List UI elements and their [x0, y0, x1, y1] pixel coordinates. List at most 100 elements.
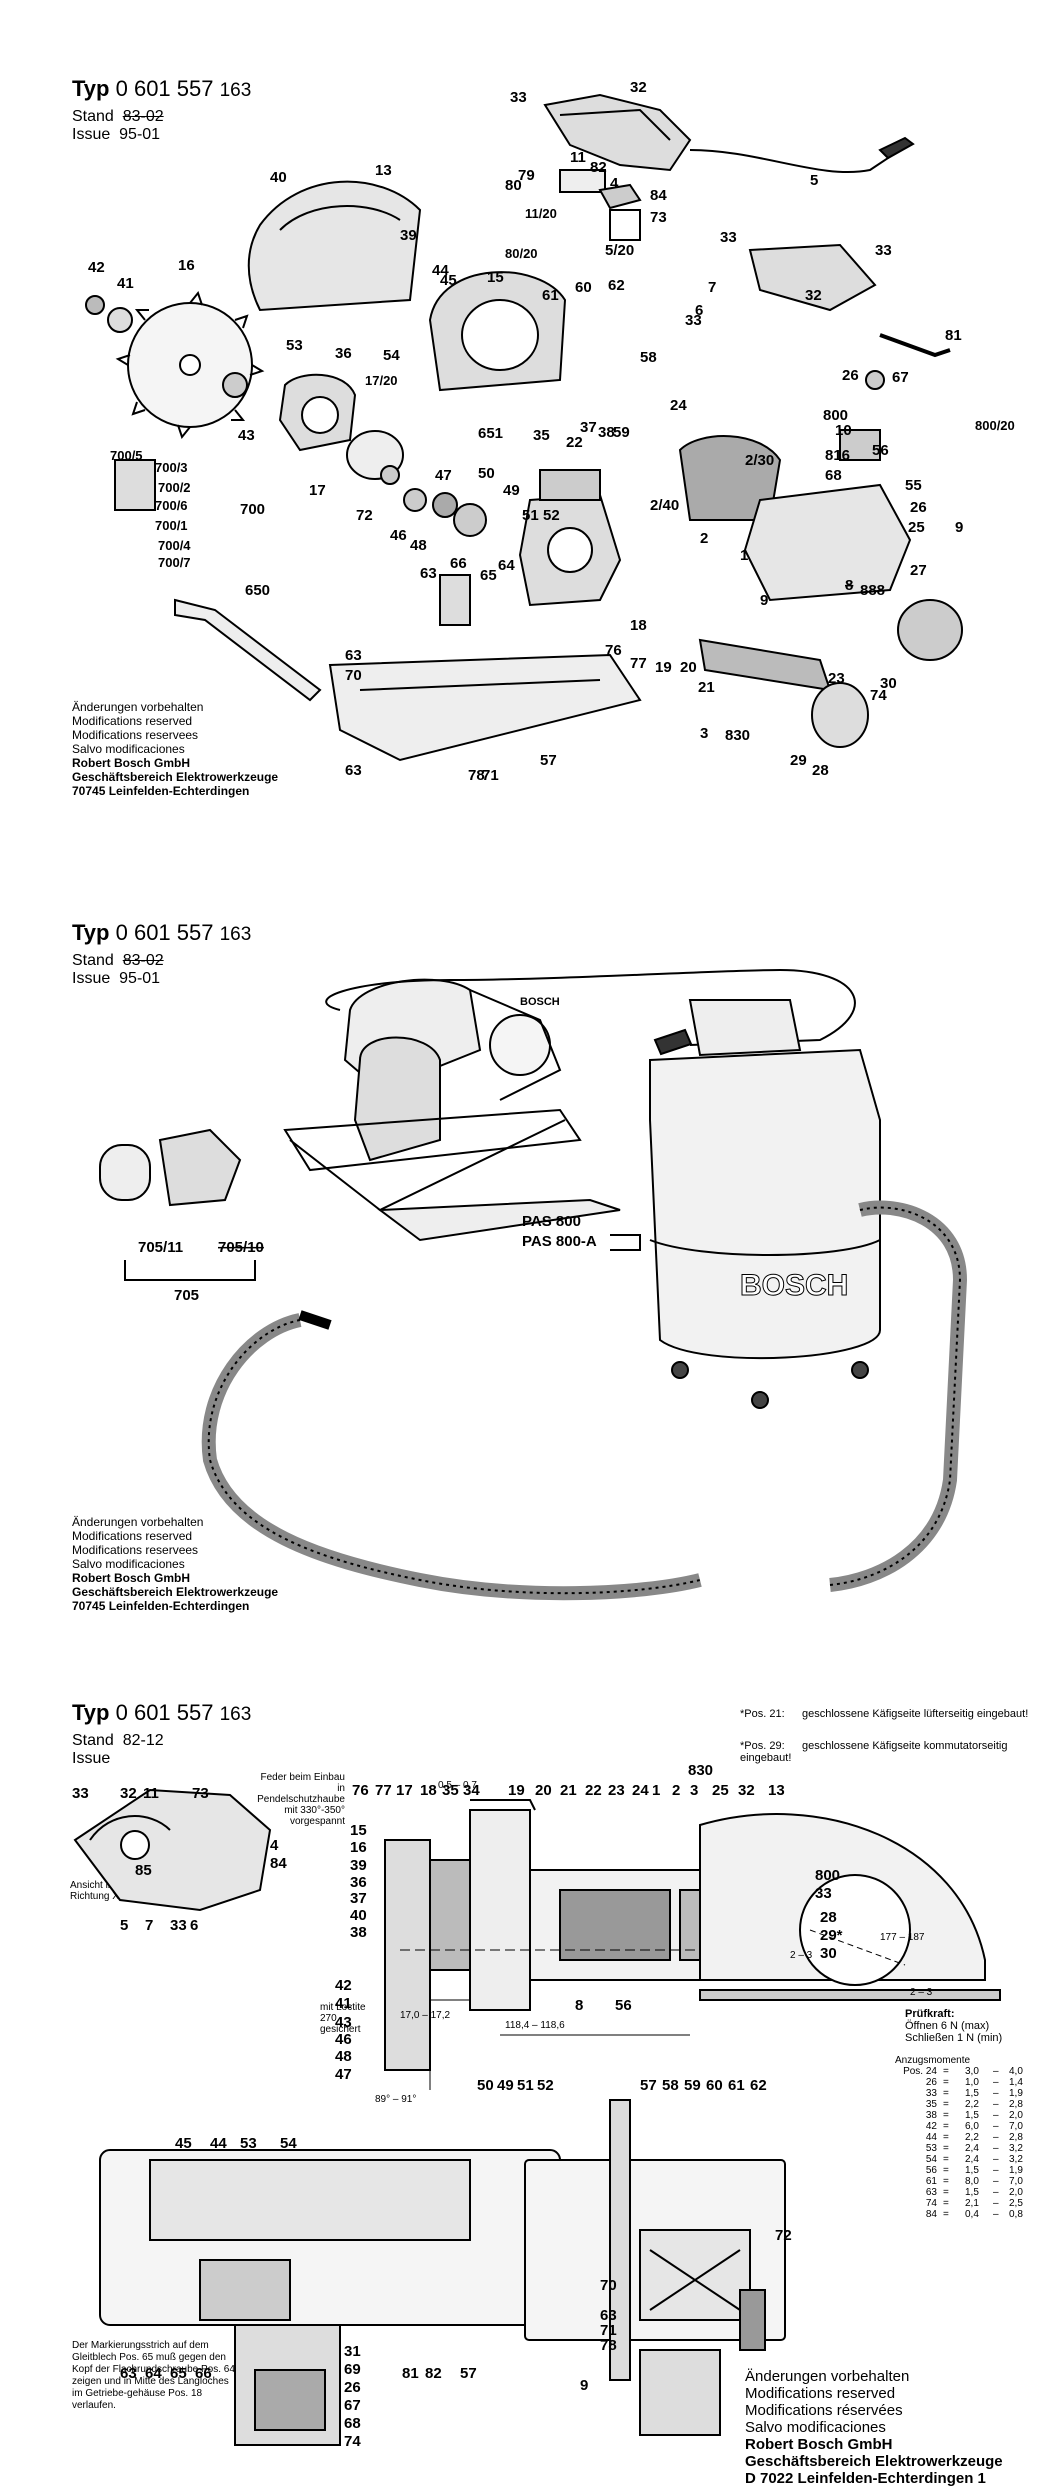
label-705: 705: [174, 1287, 199, 1304]
sheet3-header-title: Typ 0 601 557 163: [72, 1700, 252, 1725]
sheet2-header-title: Typ 0 601 557 163: [72, 920, 252, 945]
part-callout: 17/20: [365, 373, 398, 388]
part-callout: 21: [560, 1782, 577, 1799]
part-callout: 1: [740, 547, 748, 564]
part-callout: 36: [350, 1874, 367, 1891]
part-callout: 58: [662, 2077, 679, 2094]
part-callout: 78: [468, 767, 485, 784]
part-callout: 81: [945, 327, 962, 344]
part-callout: 58: [640, 349, 657, 366]
part-callout: 63: [600, 2307, 617, 2324]
part-callout: 46: [335, 2031, 352, 2048]
part-callout: 44: [210, 2135, 227, 2152]
marker-note: Der Markierungsstrich auf dem Gleitblech…: [72, 2340, 235, 2411]
sheet-header-title: Typ 0 601 557 163: [72, 76, 252, 101]
part-callout: 10: [835, 422, 852, 439]
part-callout: 816: [825, 447, 850, 464]
part-callout: 49: [497, 2077, 514, 2094]
part-callout: 16: [350, 1839, 367, 1856]
part-callout: 11/20: [525, 206, 557, 221]
part-callout: 66: [195, 2365, 212, 2382]
part-callout: 51: [522, 507, 539, 524]
part-callout: 4: [610, 175, 619, 192]
part-callout: 78: [600, 2337, 617, 2354]
part-callout: 54: [280, 2135, 297, 2152]
part-callout: 63: [420, 565, 437, 582]
part-callout: 37: [580, 419, 597, 436]
part-callout: 2: [672, 1782, 680, 1799]
part-callout: 57: [540, 752, 557, 769]
issue-line-3: Issue: [72, 1750, 111, 1767]
part-callout: 41: [117, 275, 134, 292]
torque-row: 74=2,1–2,5: [925, 2198, 1023, 2209]
part-callout: 65: [170, 2365, 187, 2382]
part-callout: 700/7: [158, 555, 191, 570]
part-callout: 73: [650, 209, 667, 226]
part-callout: 700: [240, 501, 265, 518]
part-callout: 700/2: [158, 480, 191, 495]
part-callout: 18: [420, 1782, 437, 1799]
part-callout: 84: [270, 1855, 287, 1872]
part-callout: 33: [720, 229, 737, 246]
part-callout: 45: [440, 272, 457, 289]
vacuum-brand-logo: BOSCH: [740, 1269, 848, 1302]
part-callout: 35: [533, 427, 550, 444]
part-callout: 33: [815, 1885, 832, 1902]
part-callout: 33: [72, 1785, 89, 1802]
part-callout: 4: [270, 1837, 279, 1854]
part-callout: 26: [842, 367, 859, 384]
part-callout: 53: [240, 2135, 257, 2152]
part-callout: 20: [535, 1782, 552, 1799]
part-callout: 13: [768, 1782, 785, 1799]
part-callout: 28: [812, 762, 829, 779]
part-callout: 63: [345, 762, 362, 779]
change-notice-sheet3: Änderungen vorbehalten Modifications res…: [745, 2368, 1003, 2487]
part-callout: 62: [750, 2077, 767, 2094]
torque-row: 38=1,5–2,0: [925, 2110, 1023, 2121]
part-callout: 9: [580, 2377, 588, 2394]
part-callout: 22: [585, 1782, 602, 1799]
torque-row: 35=2,2–2,8: [925, 2099, 1023, 2110]
part-callout: 28: [820, 1909, 837, 1926]
part-callout: 700/5: [110, 448, 143, 463]
part-callout: 47: [435, 467, 452, 484]
part-callout: 70: [600, 2277, 617, 2294]
part-callout: 33: [170, 1917, 187, 1934]
spring-preload-note: Feder beim Einbau in Pendelschutzhaube m…: [257, 1772, 345, 1827]
part-callout: 700/6: [155, 498, 188, 513]
part-callout: 61: [728, 2077, 745, 2094]
loctite-note: mit Loctite 270 gesichert: [320, 2002, 366, 2035]
part-callout: 26: [344, 2379, 361, 2396]
part-callout: 11: [570, 149, 586, 166]
part-callout: 77: [630, 655, 647, 672]
part-callout: 8: [845, 577, 853, 594]
part-callout: 56: [615, 1997, 632, 2014]
torque-row: Pos. 24=3,0–4,0: [903, 2066, 1023, 2077]
part-callout: 56: [872, 442, 889, 459]
part-callout: 651: [478, 425, 503, 442]
part-callout: 80: [505, 177, 522, 194]
position-note-21: *Pos. 21:geschlossene Käfigseite lüfters…: [740, 1708, 1029, 1720]
part-callout: 63: [120, 2365, 137, 2382]
part-callout: 85: [135, 1862, 152, 1879]
part-callout: 2/30: [745, 452, 774, 469]
part-callout: 37: [350, 1890, 367, 1907]
part-callout: 7: [145, 1917, 153, 1934]
part-callout: 32: [805, 287, 822, 304]
part-callout: 38: [598, 424, 615, 441]
part-callout: 82: [425, 2365, 442, 2382]
part-callout: 25: [908, 519, 925, 536]
part-callout: 888: [860, 582, 885, 599]
part-callout: 79: [518, 167, 535, 184]
part-callout: 72: [775, 2227, 792, 2244]
part-callout: 7: [708, 279, 716, 296]
part-callout: 48: [410, 537, 427, 554]
part-callout: 49: [503, 482, 520, 499]
label-pas-800-a: PAS 800-A: [522, 1233, 597, 1250]
part-callout: 77: [375, 1782, 392, 1799]
test-force-block: Prüfkraft: Öffnen 6 N (max) Schließen 1 …: [905, 2008, 1003, 2044]
part-callout: 67: [344, 2397, 361, 2414]
part-callout: 31: [344, 2343, 361, 2360]
part-callout: 33: [875, 242, 892, 259]
part-callout: 81: [402, 2365, 419, 2382]
